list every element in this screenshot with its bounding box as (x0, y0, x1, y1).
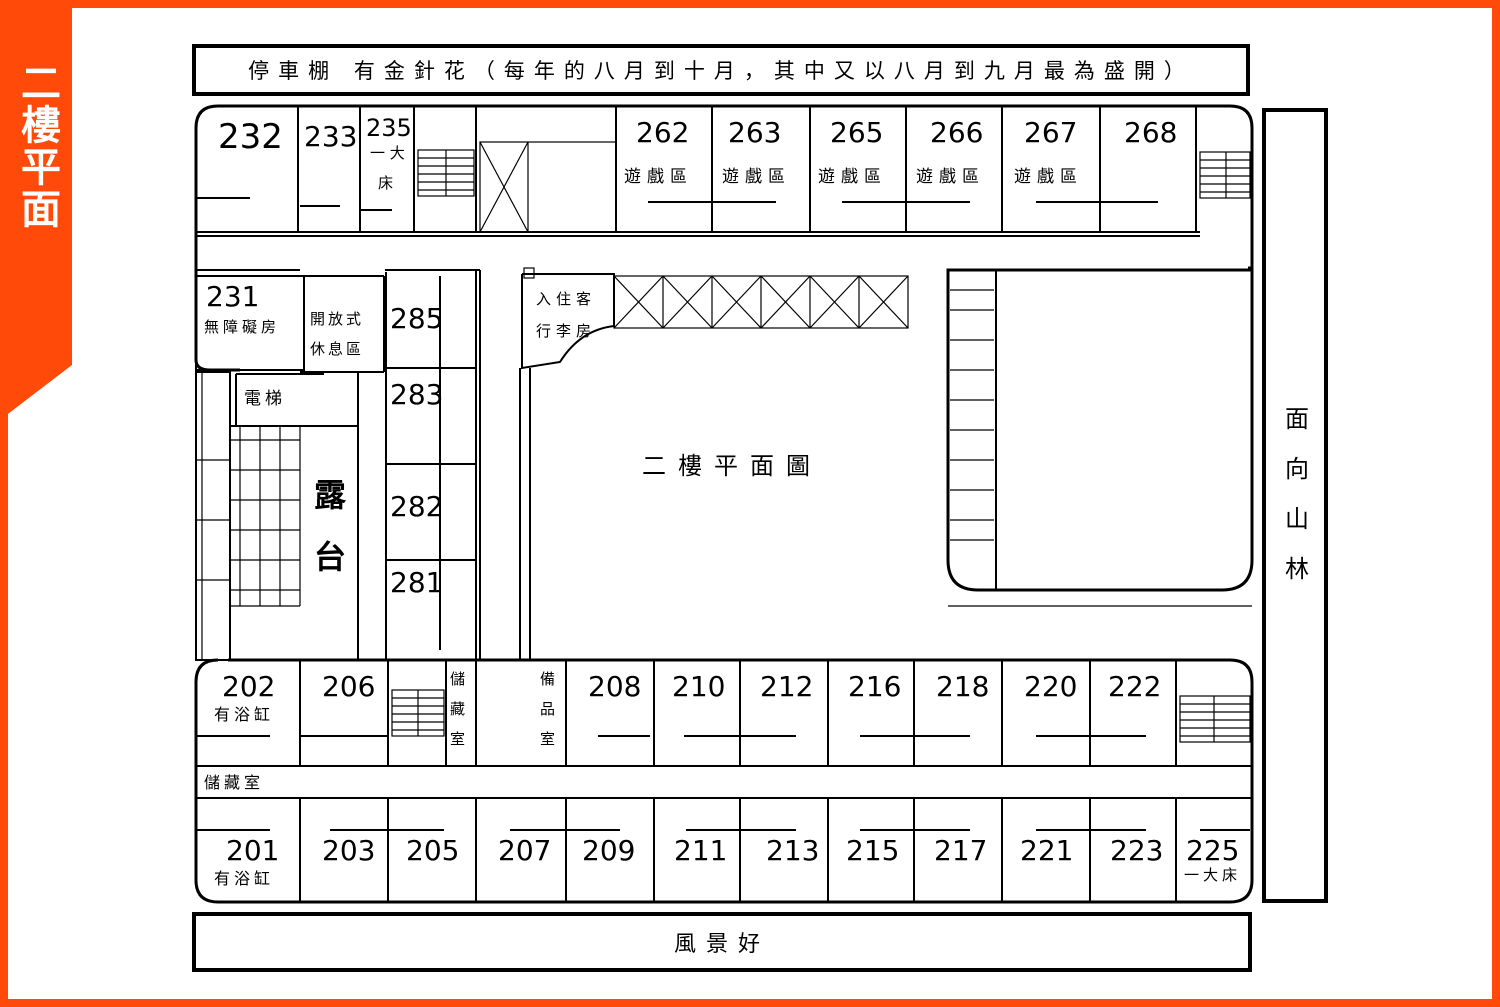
parking-banner-text: 停車棚 有金針花（每年的八月到十月，其中又以八月到九月最為盛開） (248, 59, 1194, 83)
checkin-label-1: 入住客 (536, 290, 596, 308)
building-outline (194, 104, 1254, 904)
room-202-number: 202 (222, 670, 275, 703)
terrace-label-2: 台 (314, 538, 346, 576)
left-column-walls (195, 275, 476, 650)
top-wing-walls (196, 106, 1197, 232)
room-232-number: 232 (218, 117, 283, 157)
room-210-number: 210 (672, 670, 725, 703)
room-268-number: 268 (1124, 116, 1177, 149)
room-206-number: 206 (322, 670, 375, 703)
room-233-number: 233 (304, 120, 357, 153)
room-262-number: 262 (636, 116, 689, 149)
room-222-number: 222 (1108, 670, 1161, 703)
room-207-number: 207 (498, 834, 551, 867)
room-262-note: 遊戲區 (624, 167, 693, 187)
middle-wing-walls (196, 660, 1177, 766)
storage-label-1a: 儲 (450, 670, 465, 688)
room-225-number: 225 (1186, 834, 1239, 867)
courtyard-edge (519, 368, 531, 660)
room-201-number: 201 (226, 834, 279, 867)
storage-label-1b: 藏 (450, 700, 465, 718)
middle-wing-labels: 202 有浴缸 206 儲 藏 室 備 品 室 208 210 212 216 … (204, 670, 1161, 792)
side-title: 二樓平面 (14, 62, 60, 230)
room-266-note: 遊戲區 (916, 167, 985, 187)
room-225-note: 一大床 (1184, 866, 1241, 884)
room-235-note-1: 一 大 (370, 144, 405, 162)
center-labels: 入住客 行李房 二樓平面圖 (536, 290, 822, 480)
floor-plan-sheet (8, 8, 1492, 999)
room-213-number: 213 (766, 834, 819, 867)
room-221-number: 221 (1020, 834, 1073, 867)
checkin-label-2: 行李房 (536, 322, 596, 340)
room-223-number: 223 (1110, 834, 1163, 867)
forest-banner-text: 面向山林 (1280, 405, 1309, 606)
side-title-tab (0, 0, 72, 420)
lounge-label-1: 開放式 (310, 310, 364, 328)
left-column-labels: 231 無障礙房 開放式 休息區 電梯 285 283 282 281 露 台 (204, 280, 443, 599)
terrace-label-1: 露 (314, 476, 347, 514)
luggage-room (521, 267, 615, 370)
room-220-number: 220 (1024, 670, 1077, 703)
room-216-number: 216 (848, 670, 901, 703)
room-267-number: 267 (1024, 116, 1077, 149)
storage-label-1c: 室 (450, 730, 465, 748)
elevator-shaft (479, 141, 617, 233)
room-285-number: 285 (390, 302, 443, 335)
scenery-banner: 風景好 (192, 912, 1252, 972)
room-267-note: 遊戲區 (1014, 167, 1083, 187)
room-217-number: 217 (934, 834, 987, 867)
middle-staircase (391, 689, 445, 737)
room-235-note-2: 床 (378, 174, 393, 192)
left-staircase (196, 426, 301, 607)
bottom-wing-labels: 201 有浴缸 203 205 207 209 211 213 215 217 … (214, 834, 1241, 888)
top-right-staircase (1199, 151, 1251, 199)
right-corridor-steps (950, 289, 994, 541)
room-209-number: 209 (582, 834, 635, 867)
supply-label-a: 備 (540, 670, 555, 688)
scenery-banner-text: 風景好 (673, 932, 770, 957)
room-201-note: 有浴缸 (214, 869, 274, 888)
room-263-note: 遊戲區 (722, 167, 791, 187)
top-left-staircase (417, 149, 475, 197)
floor-plan-title: 二樓平面圖 (642, 452, 822, 480)
room-211-number: 211 (674, 834, 727, 867)
room-202-note: 有浴缸 (214, 705, 274, 724)
room-231-note: 無障礙房 (204, 318, 280, 336)
supply-label-c: 室 (540, 730, 555, 748)
room-205-number: 205 (406, 834, 459, 867)
parking-banner: 停車棚 有金針花（每年的八月到十月，其中又以八月到九月最為盛開） (192, 44, 1250, 96)
room-215-number: 215 (846, 834, 899, 867)
room-235-number: 235 (366, 114, 412, 142)
room-283-number: 283 (390, 378, 443, 411)
skylight-strip (613, 275, 909, 329)
corridor-storage-label: 儲藏室 (204, 773, 264, 792)
room-265-note: 遊戲區 (818, 167, 887, 187)
room-212-number: 212 (760, 670, 813, 703)
right-end-staircase (1179, 695, 1251, 743)
forest-banner: 面向山林 (1262, 108, 1328, 903)
room-218-number: 218 (936, 670, 989, 703)
room-282-number: 282 (390, 490, 443, 523)
lounge-label-2: 休息區 (310, 340, 364, 358)
bottom-wing-walls (196, 798, 1250, 902)
room-231-number: 231 (206, 280, 259, 313)
elevator-label: 電梯 (244, 389, 286, 409)
room-208-number: 208 (588, 670, 641, 703)
room-281-number: 281 (390, 566, 443, 599)
supply-label-b: 品 (540, 700, 555, 718)
room-266-number: 266 (930, 116, 983, 149)
top-wing-labels: 232 233 235 一 大 床 262 遊戲區 263 遊戲區 265 遊戲… (218, 114, 1177, 192)
room-203-number: 203 (322, 834, 375, 867)
room-263-number: 263 (728, 116, 781, 149)
room-265-number: 265 (830, 116, 883, 149)
